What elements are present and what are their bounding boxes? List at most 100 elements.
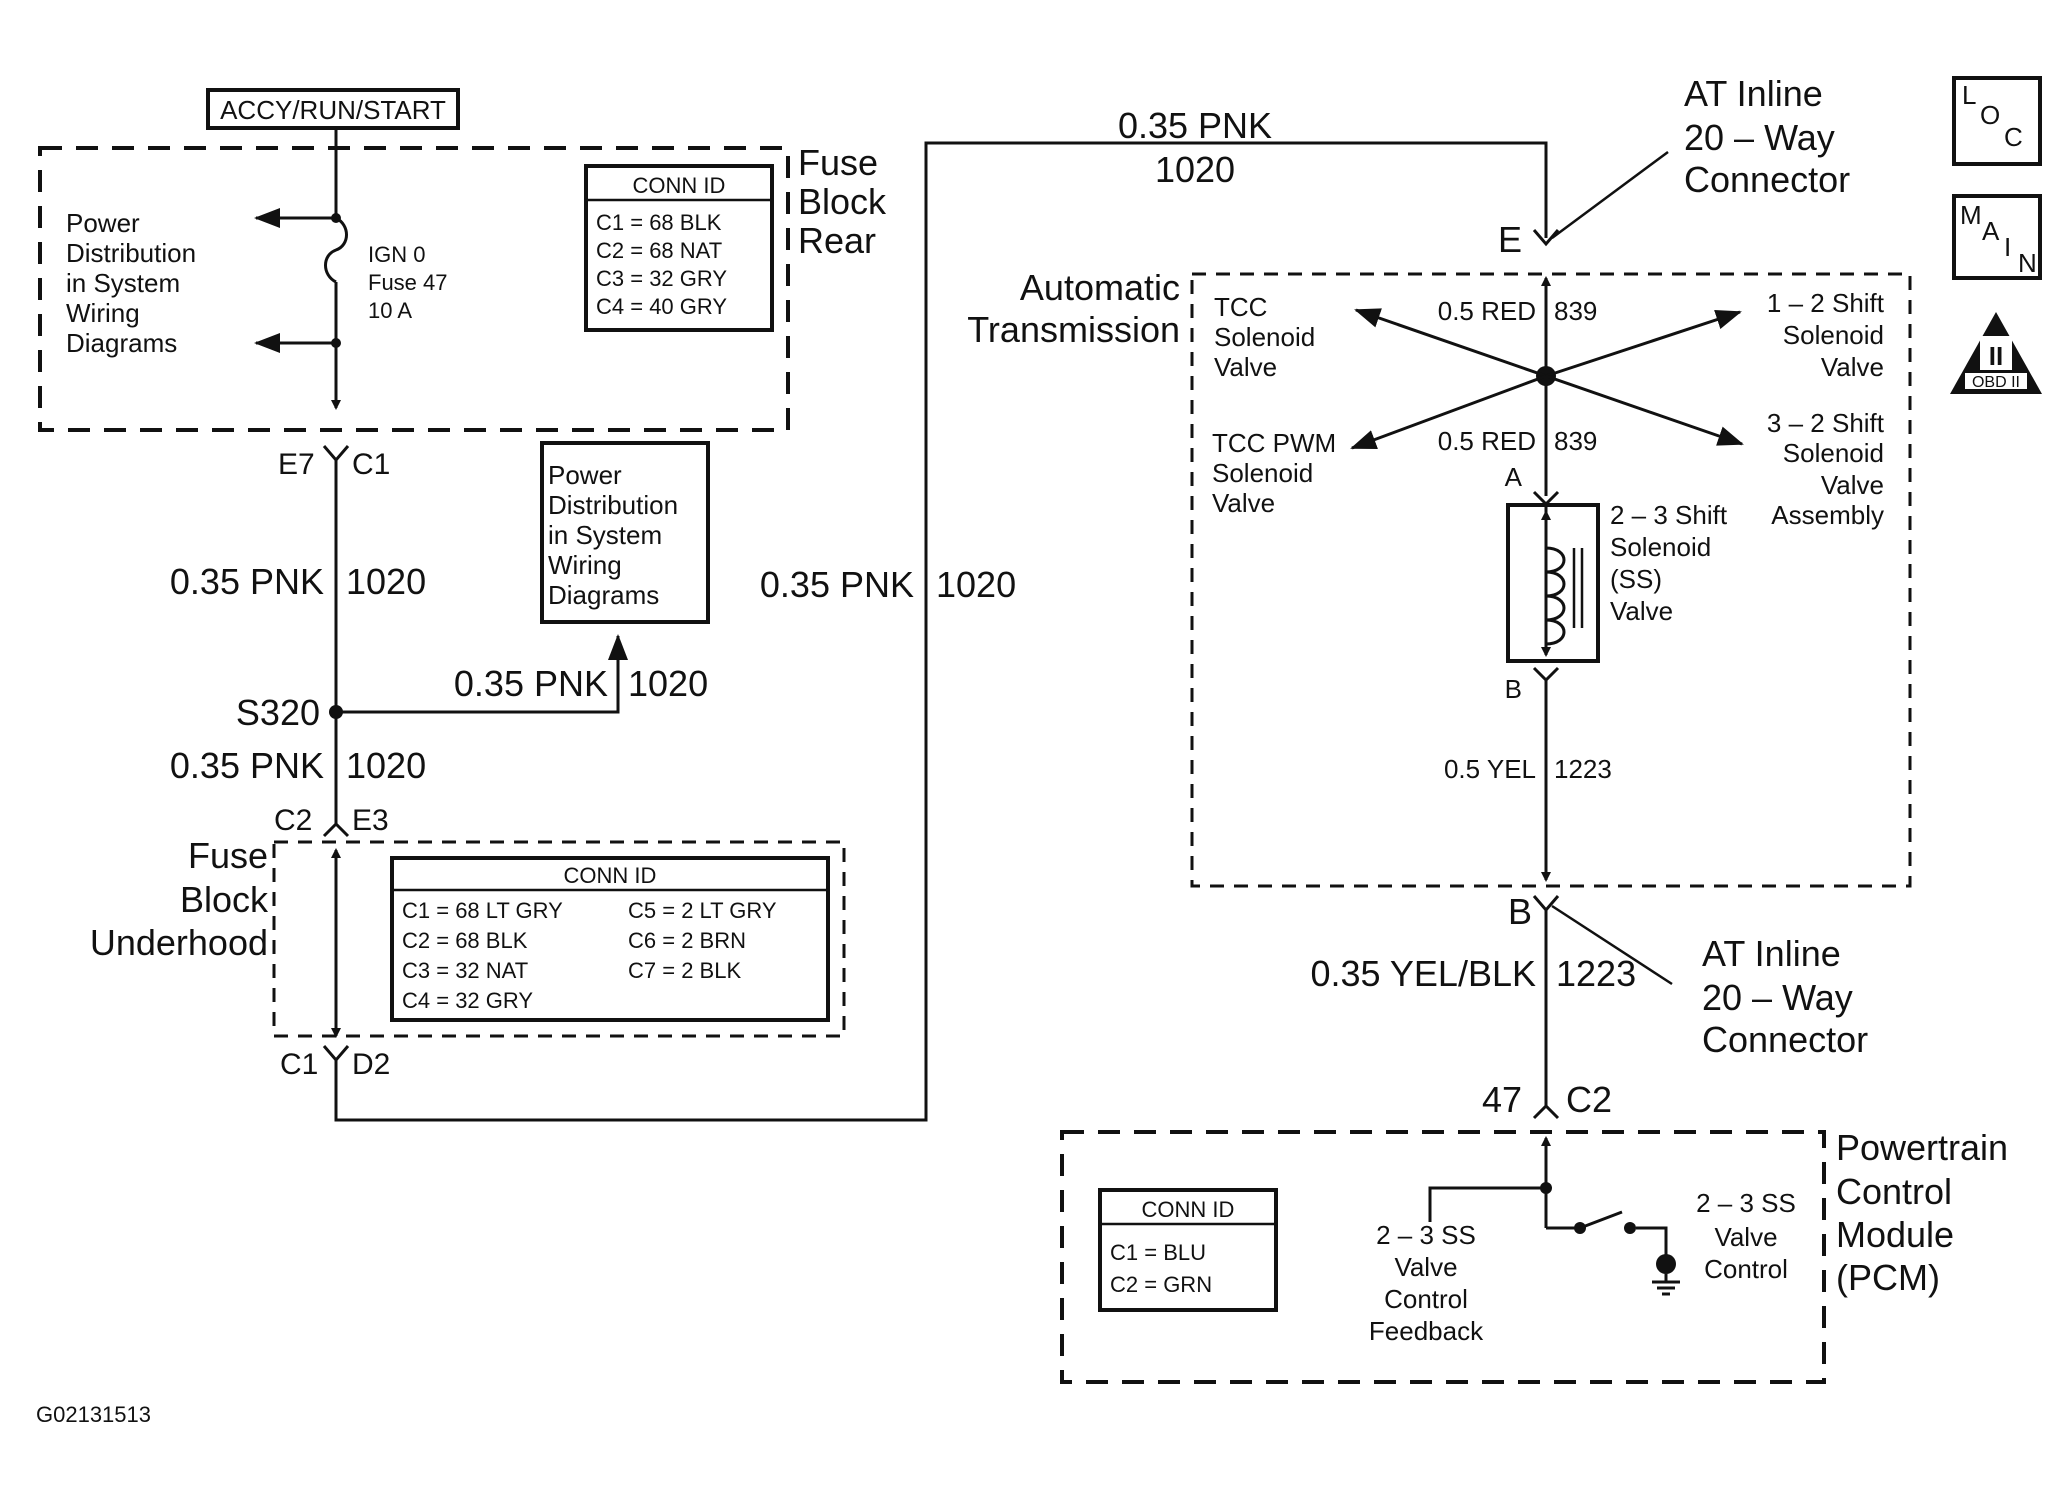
rear-conn-id-header: CONN ID	[633, 173, 726, 198]
fbu-title-1: Fuse	[188, 835, 268, 876]
at-connector-top-icon	[1532, 229, 1560, 247]
underhood-conn-row: C7 = 2 BLK	[628, 958, 741, 983]
pcm-conn-row: C1 = BLU	[1110, 1240, 1206, 1265]
at-connector-top-label: AT Inline 20 – Way Connector	[1684, 73, 1850, 200]
pcm-conn-id-header: CONN ID	[1142, 1197, 1235, 1222]
wire-label-gauge: 0.5 RED	[1438, 426, 1536, 456]
pd-box-line: Diagrams	[548, 580, 659, 610]
rear-conn-row: C2 = 68 NAT	[596, 238, 722, 263]
at-bottom-line: Connector	[1702, 1019, 1868, 1060]
at-connector-bottom-label: AT Inline 20 – Way Connector	[1702, 933, 1868, 1060]
shift12-line: Solenoid	[1783, 320, 1884, 350]
sol-pin-b: B	[1505, 674, 1522, 704]
loc-letter: O	[1980, 100, 2000, 130]
rear-conn-row: C1 = 68 BLK	[596, 210, 722, 235]
wire-label-circuit: 1020	[628, 663, 708, 704]
at-title-1: Automatic	[1020, 267, 1180, 308]
at-bottom-line: AT Inline	[1702, 933, 1841, 974]
feed-wire-1020	[334, 141, 1548, 1122]
rear-pd-2: Distribution	[66, 238, 196, 268]
fuse-block-rear-title-2: Block	[798, 181, 887, 222]
solenoid-23-icon	[1506, 503, 1600, 663]
main-badge-icon: M A I N	[1952, 194, 2042, 280]
tcc-pwm-label: TCC PWM Solenoid Valve	[1212, 428, 1336, 518]
feedback-line: Control	[1384, 1284, 1468, 1314]
splice-label: S320	[236, 692, 320, 733]
feedback-line: Feedback	[1369, 1316, 1484, 1346]
rear-conn-row: C4 = 40 GRY	[596, 294, 727, 319]
figure-id: G02131513	[36, 1402, 151, 1427]
feedback-line: 2 – 3 SS	[1376, 1220, 1476, 1250]
rear-power-dist-ref: Power Distribution in System Wiring Diag…	[66, 208, 196, 358]
wire-label-gauge: 0.35 PNK	[454, 663, 608, 704]
pcm-pin-c2: C2	[1566, 1079, 1612, 1120]
at-top-line: Connector	[1684, 159, 1850, 200]
main-letter: N	[2018, 248, 2037, 278]
rear-pd-4: Wiring	[66, 298, 140, 328]
pd-box-line: in System	[548, 520, 662, 550]
rear-pd-3: in System	[66, 268, 180, 298]
pcm-conn-id-table: CONN ID C1 = BLU C2 = GRN	[1098, 1188, 1278, 1312]
tcc-pwm-line: TCC PWM	[1212, 428, 1336, 458]
wire-label-circuit: 1223	[1554, 754, 1612, 784]
automatic-transmission-outline	[1190, 272, 1912, 888]
fuse-line-3: 10 A	[368, 298, 412, 323]
terminal-c1: C1	[352, 448, 390, 481]
at-bottom-line: 20 – Way	[1702, 977, 1853, 1018]
pcm-title-line: Module	[1836, 1214, 1954, 1255]
loc-letter: C	[2004, 122, 2023, 152]
rear-pd-5: Diagrams	[66, 328, 177, 358]
at-title-2: Transmission	[967, 309, 1180, 350]
sol-pin-a: A	[1505, 462, 1523, 492]
ss23-line: Solenoid	[1610, 532, 1711, 562]
ss23-line: (SS)	[1610, 564, 1662, 594]
connector-c2-e3-icon	[322, 821, 350, 838]
underhood-conn-id-table: CONN ID C1 = 68 LT GRY C2 = 68 BLK C3 = …	[390, 856, 830, 1022]
control-line: Control	[1704, 1254, 1788, 1284]
underhood-conn-row: C5 = 2 LT GRY	[628, 898, 777, 923]
tcc-sol-line: TCC	[1214, 292, 1267, 322]
obd-text: OBD II	[1972, 374, 2020, 391]
control-line: 2 – 3 SS	[1696, 1188, 1796, 1218]
pcm-pin-47: 47	[1482, 1079, 1522, 1120]
connector-47-c2-icon	[1532, 1103, 1560, 1120]
at-bottom-pin: B	[1508, 891, 1532, 932]
switch-icon	[1579, 1210, 1623, 1230]
fuse-block-rear-title-3: Rear	[798, 220, 876, 261]
wire-label-gauge: 0.35 YEL/BLK	[1310, 953, 1536, 994]
shift32-line: 3 – 2 Shift	[1767, 408, 1885, 438]
pd-box-line: Distribution	[548, 490, 678, 520]
fuse-47-icon	[324, 216, 348, 284]
fuse-line-2: Fuse 47	[368, 270, 448, 295]
pcm-title-line: Powertrain	[1836, 1127, 2008, 1168]
underhood-conn-id-header: CONN ID	[564, 863, 657, 888]
rear-conn-id-table: CONN ID C1 = 68 BLK C2 = 68 NAT C3 = 32 …	[584, 164, 774, 332]
obd-ii-badge-icon: II OBD II	[1950, 312, 2042, 394]
underhood-conn-row: C2 = 68 BLK	[402, 928, 528, 953]
connector-e7-c1-icon	[322, 445, 350, 463]
terminal-c1-underhood: C1	[280, 1048, 318, 1081]
automatic-transmission-title: Automatic Transmission	[967, 267, 1180, 350]
terminal-c2: C2	[274, 804, 312, 837]
wire-label-circuit: 1020	[346, 745, 426, 786]
tcc-sol-line: Valve	[1214, 352, 1277, 382]
fuse-block-rear-title: Fuse Block Rear	[798, 142, 887, 261]
feed-label: ACCY/RUN/START	[220, 95, 446, 125]
wire-label-gauge: 0.35 PNK	[1118, 105, 1272, 146]
terminal-e7: E7	[278, 448, 315, 481]
fuse-line-1: IGN 0	[368, 242, 425, 267]
feedback-line: Valve	[1394, 1252, 1457, 1282]
fbu-title-2: Block	[180, 879, 269, 920]
ss23-line: Valve	[1610, 596, 1673, 626]
wire-label-circuit: 1020	[936, 564, 1016, 605]
shift-32-label: 3 – 2 Shift Solenoid Valve Assembly	[1767, 408, 1885, 530]
main-letter: I	[2004, 232, 2011, 262]
pcm-conn-row: C2 = GRN	[1110, 1272, 1212, 1297]
underhood-conn-row: C1 = 68 LT GRY	[402, 898, 563, 923]
pcm-outline	[1060, 1130, 1826, 1384]
tcc-solenoid-label: TCC Solenoid Valve	[1214, 292, 1315, 382]
terminal-e3: E3	[352, 804, 389, 837]
pd-box-line: Wiring	[548, 550, 622, 580]
